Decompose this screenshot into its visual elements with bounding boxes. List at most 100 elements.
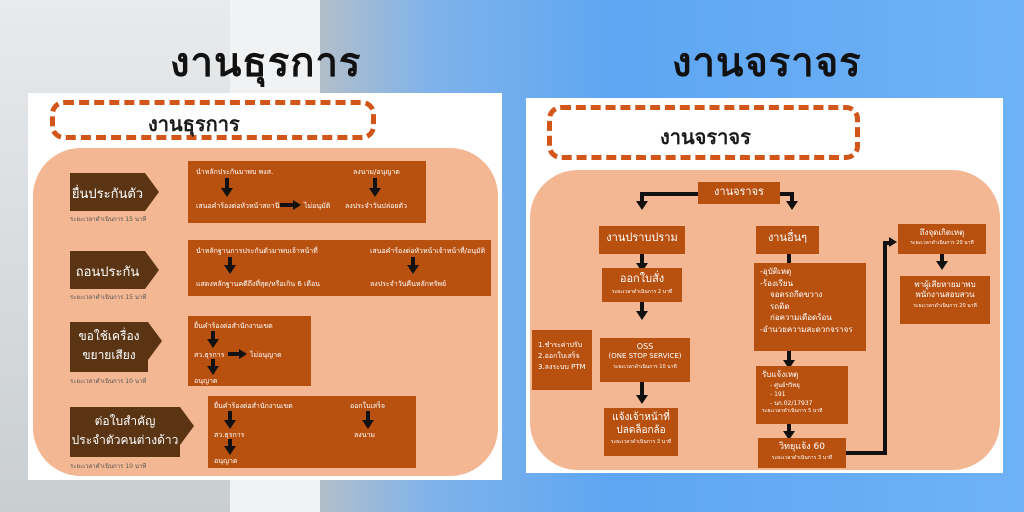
oss-full: (ONE STOP SERVICE) [608, 352, 682, 360]
arrow-down-icon [207, 366, 219, 375]
arrow-down-icon [221, 188, 233, 197]
left-header-label: งานธุรการ [148, 112, 240, 136]
arrow-stem [411, 257, 415, 266]
arrow-stem [640, 254, 644, 264]
withdraw-step3: เสนอคำร้องต่อหัวหน้าเจ้าหน้าที่/อนุมัติ [370, 247, 486, 255]
arrow-line [228, 352, 240, 356]
oss-time: ระยะเวลาดำเนินการ 10 นาที [613, 363, 677, 370]
arrow-stem [228, 411, 232, 421]
right-title: งานจราจร [672, 40, 862, 86]
arrow-stem [787, 424, 791, 432]
arrow-down-icon [786, 201, 798, 210]
arrow-down-icon [207, 339, 219, 348]
tag-withdraw-bail: ถอนประกัน [70, 251, 159, 289]
arrow-down-icon [224, 265, 236, 274]
connector-line [883, 241, 889, 245]
bring-time: ระยะเวลาดำเนินการ 20 นาที [913, 303, 977, 309]
arrow-down-icon [362, 420, 374, 429]
arrive-scene-box: ถึงจุดเกิดเหตุ ระยะเวลาดำเนินการ 20 นาที [898, 224, 986, 254]
case-disturb: ก่อความเดือดร้อน [770, 313, 832, 323]
suppression-head-box: งานปราบปราม [599, 226, 685, 254]
receive-nk: - นก.02/17937 [770, 400, 813, 407]
time-withdraw: ระยะเวลาดำเนินการ 15 นาที [70, 294, 147, 301]
arrow-right-icon [889, 237, 897, 247]
other-case-list-box: -อุบัติเหตุ -ร้องเรียน จอดรถกีดขวาง รถติ… [754, 263, 866, 351]
payment-step3: 3.ลงระบบ PTM [538, 363, 586, 372]
radio-label: วิทยุแจ้ง 60 [778, 442, 826, 452]
loudspeaker-step2: สว.ธุรการ [194, 351, 225, 359]
arrow-down-icon [783, 360, 795, 369]
arrow-down-icon [636, 311, 648, 320]
oss-label: OSS [636, 342, 654, 351]
arrow-stem [940, 254, 944, 262]
loudspeaker-approve: อนุญาต [194, 377, 218, 385]
arrow-down-icon [783, 431, 795, 440]
unlock-box: แจ้งเจ้าหน้าที่ ปลดล็อกล้อ ระยะเวลาดำเนิ… [604, 408, 678, 456]
payment-step2: 2.ออกใบเสร็จ [538, 352, 580, 361]
case-obstruct: จอดรถกีดขวาง [770, 290, 823, 300]
bring-label1: พาผู้เสียหายมาพบ [914, 280, 976, 289]
unlock-label1: แจ้งเจ้าหน้าที่ [612, 412, 670, 423]
arrow-stem [211, 331, 215, 340]
arrow-stem [366, 411, 370, 421]
loudspeaker-step1: ยื่นคำร้องต่อสำนักงานเขต [194, 322, 273, 330]
withdraw-process-box [188, 240, 491, 296]
receive-191: - 191 [770, 391, 786, 398]
arrow-down-icon [636, 201, 648, 210]
branch-line-right [780, 192, 794, 196]
withdraw-step2: แสดงหลักฐานคดีถึงที่สุด/หรือเกิน 6 เดือน [196, 280, 320, 288]
arrow-stem [640, 382, 644, 396]
arrive-label: ถึงจุดเกิดเหตุ [919, 228, 965, 237]
receive-report-box: รับแจ้งเหตุ - ศูนย์ฯวิทยุ - 191 - นก.02/… [756, 366, 848, 424]
arrow-stem [228, 257, 232, 266]
bring-victim-box: พาผู้เสียหายมาพบ พนักงานสอบสวน ระยะเวลาด… [900, 276, 990, 324]
left-header-frame [50, 100, 376, 140]
unlock-time: ระยะเวลาดำเนินการ 3 นาที [610, 439, 672, 445]
receive-radio-center: - ศูนย์ฯวิทยุ [770, 382, 800, 389]
arrow-stem [640, 192, 644, 202]
receive-time: ระยะเวลาดำเนินการ 5 นาที [762, 408, 823, 414]
alien-id-process-box [208, 396, 416, 468]
oss-box: OSS (ONE STOP SERVICE) ระยะเวลาดำเนินการ… [600, 338, 690, 382]
arrow-stem [790, 192, 794, 202]
tag-alien-id: ต่อใบสำคัญประจำตัวคนต่างด้าว [70, 407, 194, 457]
bail-approve: ลงนาม/อนุญาต [353, 168, 400, 176]
right-header-label: งานจราจร [660, 125, 751, 149]
tag-loudspeaker: ขอใช้เครื่องขยายเสียง [70, 322, 162, 372]
withdraw-step4: ลงประจำวันคืนหลักทรัพย์ [370, 280, 447, 288]
radio-60-box: วิทยุแจ้ง 60 ระยะเวลาดำเนินการ 3 นาที [758, 438, 846, 468]
traffic-root-box: งานจราจร [698, 182, 780, 204]
arrow-stem [787, 254, 791, 264]
time-bail: ระยะเวลาดำเนินการ 15 นาที [70, 216, 147, 223]
alien-step2: สว.ธุรการ [214, 431, 245, 439]
arrow-down-icon [636, 395, 648, 404]
arrow-line [280, 203, 294, 207]
arrow-stem [228, 439, 232, 447]
time-loudspeaker: ระยะเวลาดำเนินการ 10 นาที [70, 378, 147, 385]
case-accident: -อุบัติเหตุ [760, 267, 792, 276]
case-complaint: -ร้องเรียน [760, 278, 794, 288]
branch-line-left [640, 192, 698, 196]
arrow-stem [373, 178, 377, 188]
connector-line [846, 451, 886, 455]
tag-bail: ยื่นประกันตัว [70, 173, 159, 211]
bail-step2: เสนอคำร้องต่อหัวหน้าสถานี [196, 202, 280, 210]
alien-receipt: ออกใบเสร็จ [350, 402, 386, 410]
ticket-box: ออกใบสั่ง ระยะเวลาดำเนินการ 2 นาที [602, 268, 682, 302]
ticket-time: ระยะเวลาดำเนินการ 2 นาที [611, 288, 673, 295]
time-alien-id: ระยะเวลาดำเนินการ 10 นาที [70, 463, 147, 470]
right-header-frame [547, 105, 860, 160]
arrow-down-icon [224, 446, 236, 455]
radio-time: ระยะเวลาดำเนินการ 3 นาที [771, 455, 833, 462]
arrow-down-icon [407, 265, 419, 274]
arrow-down-icon [636, 263, 648, 272]
arrow-down-icon [224, 420, 236, 429]
alien-sign: ลงนาม [354, 431, 376, 439]
other-head-box: งานอื่นๆ [756, 226, 819, 254]
bail-step1: นำหลักประกันมาพบ พงส. [196, 168, 274, 176]
payment-steps-box: 1.ชำระค่าปรับ 2.ออกใบเสร็จ 3.ลงระบบ PTM [532, 330, 592, 390]
arrow-right-icon [239, 349, 247, 359]
bail-reject: ไม่อนุมัติ [304, 202, 331, 210]
alien-approve: อนุญาต [214, 457, 238, 465]
unlock-label2: ปลดล็อกล้อ [616, 424, 666, 436]
